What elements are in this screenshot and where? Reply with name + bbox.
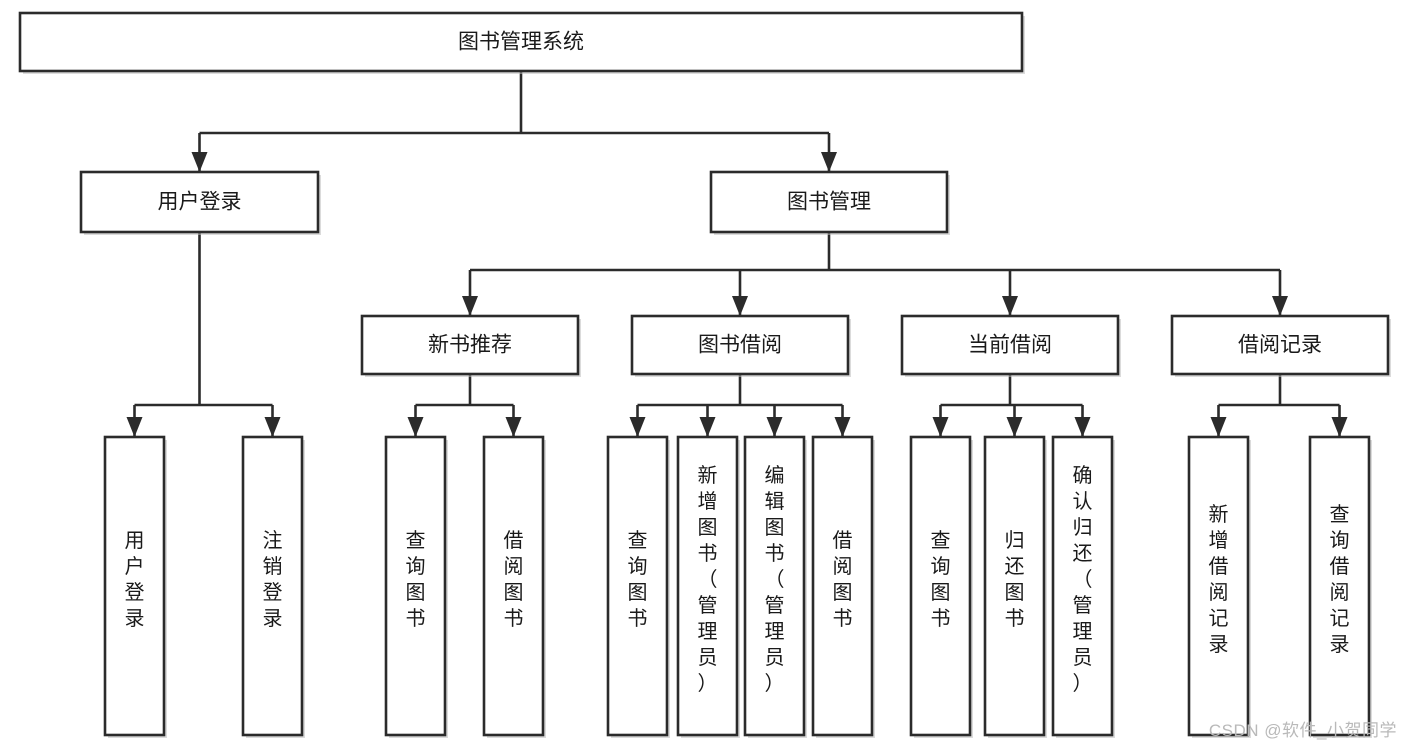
node-rect[interactable] (1051, 435, 1114, 737)
node-label: 确认归还（管理员） (1073, 464, 1093, 695)
node-rect[interactable] (909, 435, 972, 737)
node-rect[interactable] (1170, 314, 1390, 376)
arrow-head-icon (1074, 417, 1091, 437)
node-leaf-logout[interactable]: 注销登录 (241, 435, 305, 738)
node-leaf-query-book-rec[interactable]: 查询图书 (384, 435, 448, 738)
node-rect[interactable] (360, 314, 580, 376)
node-user-login[interactable]: 用户登录 (79, 170, 321, 235)
node-label: 图书借阅 (698, 334, 782, 357)
node-rect[interactable] (482, 435, 545, 737)
node-label: 查询图书 (406, 529, 426, 630)
node-leaf-return-book[interactable]: 归还图书 (983, 435, 1047, 738)
node-rect[interactable] (606, 435, 669, 737)
arrow-head-icon (1006, 417, 1023, 437)
node-leaf-edit-book[interactable]: 编辑图书（管理员） (743, 435, 807, 738)
node-rect[interactable] (900, 314, 1120, 376)
node-leaf-user-login[interactable]: 用户登录 (103, 435, 167, 738)
arrow-head-icon (834, 417, 851, 437)
node-rect[interactable] (384, 435, 447, 737)
node-rect[interactable] (676, 435, 739, 737)
node-leaf-query-record[interactable]: 查询借阅记录 (1308, 435, 1372, 738)
node-book-manage[interactable]: 图书管理 (709, 170, 950, 235)
node-leaf-borrow-book-bor[interactable]: 借阅图书 (811, 435, 875, 738)
node-leaf-query-book-cur[interactable]: 查询图书 (909, 435, 973, 738)
arrow-head-icon (505, 417, 522, 437)
node-rect[interactable] (103, 435, 166, 737)
node-label: 新增图书（管理员） (698, 464, 718, 695)
node-label: 查询图书 (931, 529, 951, 630)
node-new-book-rec[interactable]: 新书推荐 (360, 314, 581, 377)
node-label: 编辑图书（管理员） (765, 464, 785, 695)
node-rect[interactable] (18, 11, 1024, 73)
node-rect[interactable] (630, 314, 850, 376)
node-borrow-record[interactable]: 借阅记录 (1170, 314, 1391, 377)
arrow-head-icon (407, 417, 424, 437)
node-label: 借阅记录 (1238, 334, 1322, 357)
node-layer: 图书管理系统用户登录图书管理新书推荐图书借阅当前借阅借阅记录用户登录注销登录查询… (18, 11, 1391, 738)
node-rect[interactable] (1308, 435, 1371, 737)
arrow-head-icon (699, 417, 716, 437)
node-label: 归还图书 (1005, 529, 1025, 630)
connector-layer (126, 71, 1348, 437)
node-label: 图书管理系统 (458, 31, 584, 54)
arrow-head-icon (932, 417, 949, 437)
node-root[interactable]: 图书管理系统 (18, 11, 1025, 74)
node-leaf-add-book[interactable]: 新增图书（管理员） (676, 435, 740, 738)
node-leaf-confirm-return[interactable]: 确认归还（管理员） (1051, 435, 1115, 738)
node-current-borrow[interactable]: 当前借阅 (900, 314, 1121, 377)
node-label: 查询借阅记录 (1330, 503, 1350, 656)
node-rect[interactable] (79, 170, 320, 234)
node-leaf-borrow-book-rec[interactable]: 借阅图书 (482, 435, 546, 738)
node-label: 新书推荐 (428, 334, 512, 357)
arrow-head-icon (1272, 296, 1288, 316)
arrow-head-icon (462, 296, 478, 316)
arrow-head-icon (821, 152, 837, 172)
node-rect[interactable] (743, 435, 806, 737)
arrow-head-icon (264, 417, 281, 437)
arrow-head-icon (766, 417, 783, 437)
node-rect[interactable] (241, 435, 304, 737)
node-rect[interactable] (1187, 435, 1250, 737)
arrow-head-icon (629, 417, 646, 437)
node-leaf-query-book-bor[interactable]: 查询图书 (606, 435, 670, 738)
node-rect[interactable] (811, 435, 874, 737)
node-label: 图书管理 (787, 191, 871, 214)
node-label: 当前借阅 (968, 334, 1052, 357)
arrow-head-icon (126, 417, 143, 437)
node-book-borrow[interactable]: 图书借阅 (630, 314, 851, 377)
node-label: 用户登录 (125, 530, 145, 630)
node-rect[interactable] (709, 170, 949, 234)
arrow-head-icon (191, 152, 208, 172)
node-label: 借阅图书 (833, 529, 853, 630)
node-label: 新增借阅记录 (1209, 503, 1229, 656)
node-label: 借阅图书 (504, 529, 524, 630)
arrow-head-icon (1210, 417, 1227, 437)
node-label: 用户登录 (158, 191, 242, 214)
arrow-head-icon (1331, 417, 1348, 437)
arrow-head-icon (1002, 296, 1018, 316)
node-label: 查询图书 (628, 529, 648, 630)
node-leaf-add-record[interactable]: 新增借阅记录 (1187, 435, 1251, 738)
watermark-label: CSDN @软件_小贺同学 (1208, 721, 1397, 740)
arrow-head-icon (732, 296, 748, 316)
node-rect[interactable] (983, 435, 1046, 737)
node-label: 注销登录 (263, 529, 283, 630)
